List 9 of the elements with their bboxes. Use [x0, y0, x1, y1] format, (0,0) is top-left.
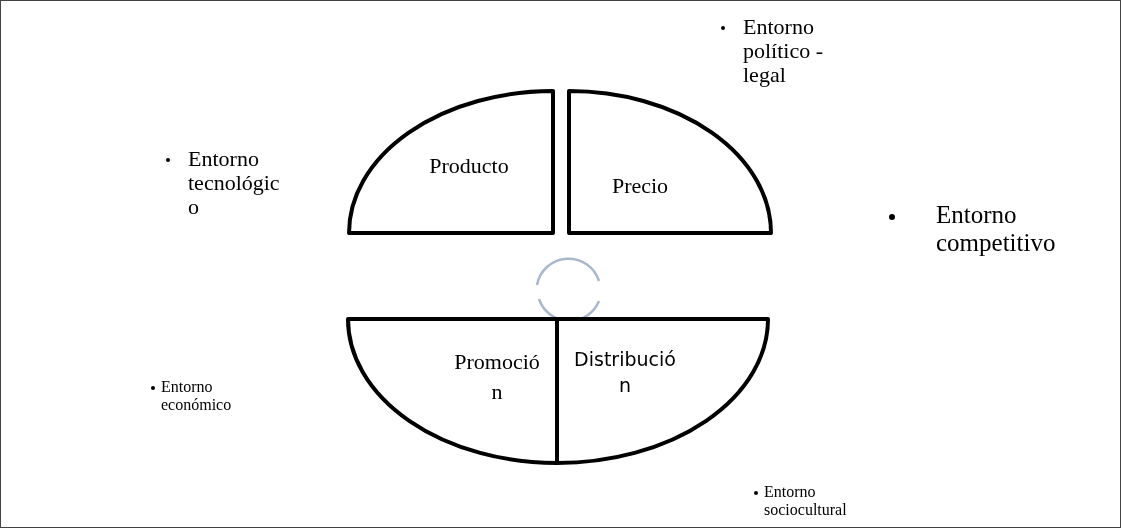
environment-label: Entorno sociocultural: [764, 483, 848, 519]
segment-label: Distribución: [573, 347, 677, 398]
environment-label: Entorno político - legal: [743, 15, 825, 88]
environment-label: Entorno económico: [161, 378, 233, 414]
segment-label: Producto: [429, 152, 509, 180]
segment-label: Precio: [610, 172, 670, 200]
environment-label: Entorno tecnológico: [188, 147, 281, 220]
segment-label: Promoción: [453, 348, 541, 406]
environment-label: Entorno competitivo: [936, 201, 1057, 256]
